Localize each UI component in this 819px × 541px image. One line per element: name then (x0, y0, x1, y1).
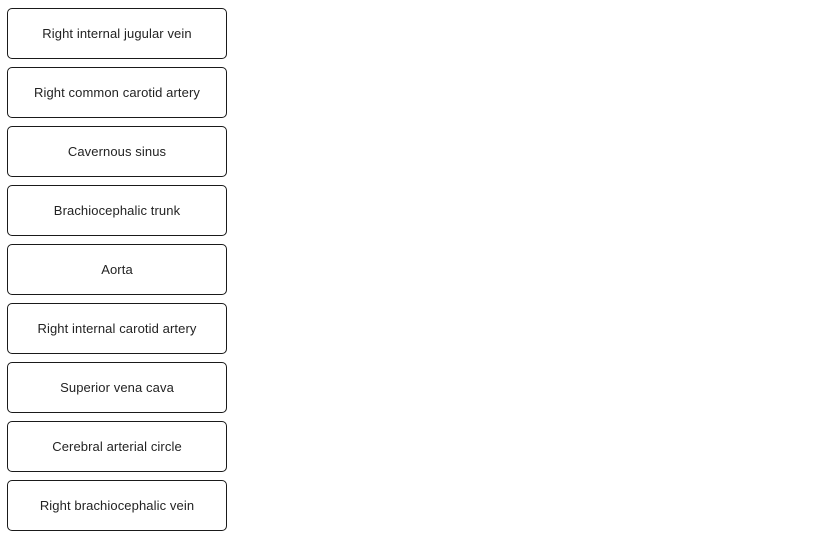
label-card-text: Right brachiocephalic vein (39, 497, 195, 513)
label-card[interactable]: Aorta (7, 244, 227, 295)
label-card-text: Right internal jugular vein (42, 25, 192, 41)
label-card-text: Cavernous sinus (67, 143, 167, 159)
label-card[interactable]: Right common carotid artery (7, 67, 227, 118)
label-card[interactable]: Superior vena cava (7, 362, 227, 413)
label-card[interactable]: Cavernous sinus (7, 126, 227, 177)
label-card-text: Right common carotid artery (34, 84, 200, 100)
label-card-text: Cerebral arterial circle (52, 438, 182, 454)
label-card[interactable]: Right brachiocephalic vein (7, 480, 227, 531)
anatomy-label-card-stack: Right internal jugular vein Right common… (7, 8, 227, 531)
drop-target-area[interactable] (235, 0, 819, 541)
label-card-text: Aorta (101, 261, 133, 277)
label-card-text: Superior vena cava (60, 379, 174, 395)
label-card[interactable]: Right internal jugular vein (7, 8, 227, 59)
label-card[interactable]: Brachiocephalic trunk (7, 185, 227, 236)
label-card[interactable]: Cerebral arterial circle (7, 421, 227, 472)
label-card-text: Right internal carotid artery (37, 320, 197, 336)
label-card-text: Brachiocephalic trunk (53, 202, 181, 218)
label-card[interactable]: Right internal carotid artery (7, 303, 227, 354)
